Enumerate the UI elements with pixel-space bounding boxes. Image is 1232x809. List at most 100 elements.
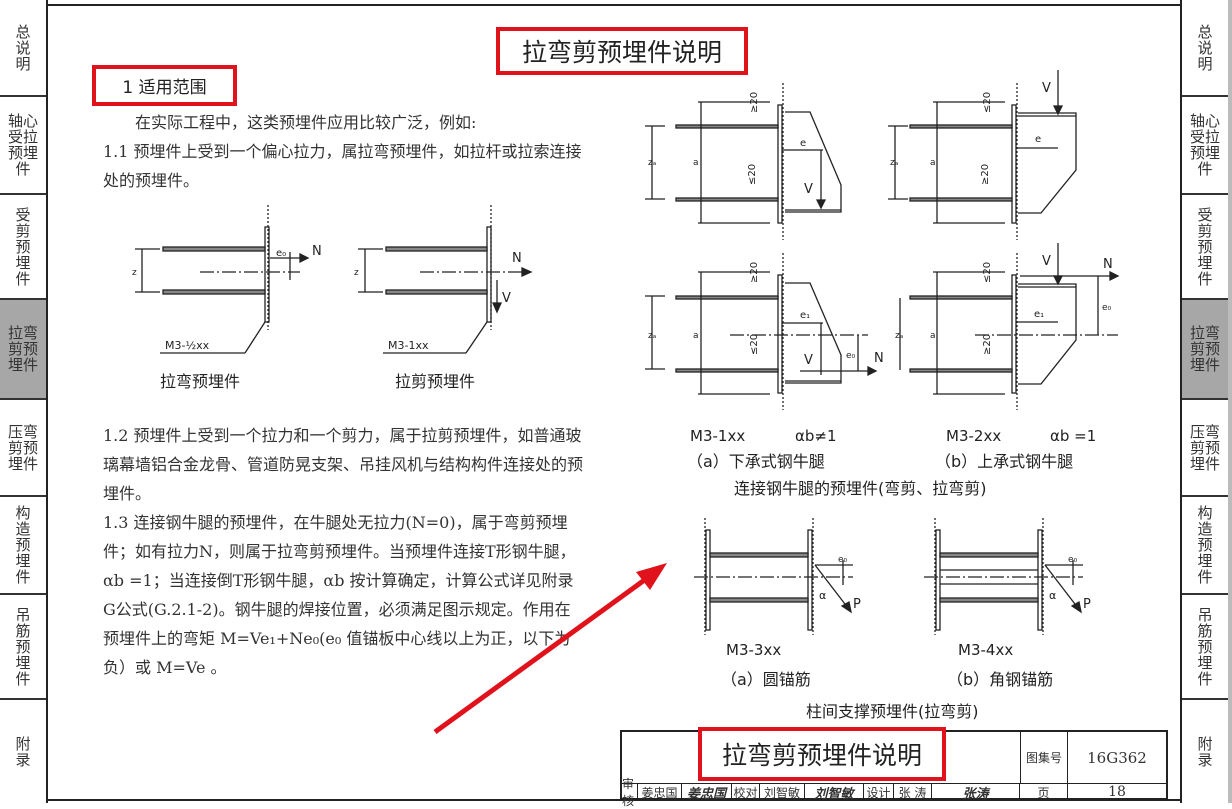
figure-code: M3-½xx	[165, 339, 210, 352]
tab-label: 压弯剪预埋件	[7, 422, 38, 473]
sidebar-tab-general[interactable]: 总说明	[1182, 0, 1228, 97]
sidebar-tab-compression-bending-shear[interactable]: 压弯剪预埋件	[1182, 400, 1228, 497]
label-e0: e₀	[838, 555, 848, 565]
sidebar-tab-appendix[interactable]: 附录	[0, 700, 46, 803]
label-a: a	[693, 158, 699, 168]
atlas-label: 图集号	[1020, 732, 1068, 783]
title-block-title: 拉弯剪预埋件说明	[721, 741, 922, 770]
label-N: N	[874, 351, 884, 366]
design-label: 设计	[864, 784, 894, 800]
bracing-b-caption: （b）角钢锚筋	[947, 670, 1053, 689]
sidebar-tab-shear[interactable]: 受剪预埋件	[1182, 195, 1228, 300]
tab-label: 吊筋预埋件	[15, 605, 31, 688]
section-heading: 1 适用范围	[122, 78, 207, 98]
label-P: P	[853, 597, 861, 612]
sidebar-tab-hanging-bar[interactable]: 吊筋预埋件	[0, 595, 46, 700]
label-ge20: ≥20	[749, 92, 760, 113]
tab-label: 构造预埋件	[15, 504, 31, 586]
bracket-b-code: M3-2xx	[946, 427, 1001, 445]
sidebar-tab-compression-bending-shear[interactable]: 压弯剪预埋件	[0, 400, 46, 497]
check-label: 校对	[732, 784, 760, 800]
label-e0: e₀	[1102, 303, 1112, 313]
red-arrow-annotation	[433, 563, 667, 735]
label-ge20: ≥20	[982, 334, 993, 355]
label-za: zₐ	[648, 158, 656, 168]
label-N: N	[312, 244, 322, 259]
label-za: zₐ	[648, 331, 656, 341]
figure-caption: 拉剪预埋件	[395, 372, 475, 391]
label-ge20: ≥20	[749, 262, 760, 283]
sidebar-tab-axial-tension[interactable]: 轴心受拉预埋件	[1182, 97, 1228, 195]
label-e: e	[1035, 134, 1041, 145]
label-N: N	[1103, 257, 1113, 272]
label-za: zₐ	[895, 331, 903, 341]
tab-label: 轴心受拉预埋件	[7, 112, 38, 178]
bracket-figure-caption: 连接钢牛腿的预埋件(弯剪、拉弯剪)	[734, 479, 987, 498]
intro-text: 在实际工程中，这类预埋件应用比较广泛，例如:	[135, 113, 477, 132]
bracket-a-alpha: αb≠1	[795, 427, 837, 445]
figure-bracket-a-top: zₐ a ≥20 ≤20 e V	[645, 83, 842, 240]
checker-signature: 刘智敏	[805, 784, 864, 802]
sidebar-tab-tension-bending-shear[interactable]: 拉弯剪预埋件	[1182, 300, 1228, 400]
tab-label: 拉弯剪预埋件	[7, 324, 38, 374]
label-a: a	[693, 331, 699, 341]
label-le20: ≤20	[982, 262, 993, 283]
label-ge20: ≥20	[980, 164, 991, 185]
section-heading-highlight: 1 适用范围	[92, 65, 237, 106]
tab-label: 附录	[1197, 734, 1213, 769]
title-block-highlight: 拉弯剪预埋件说明	[698, 727, 946, 781]
tab-label: 附录	[15, 734, 31, 769]
label-le20: ≤20	[749, 334, 760, 355]
label-le20: ≤20	[982, 92, 993, 113]
sidebar-tab-shear[interactable]: 受剪预埋件	[0, 195, 46, 300]
paragraph-1-2-1-3: 1.2 预埋件上受到一个拉力和一个剪力，属于拉剪预埋件，如普通玻璃幕墙铝合金龙骨…	[103, 421, 583, 682]
sidebar-tab-appendix[interactable]: 附录	[1182, 700, 1228, 803]
sidebar-tab-construction[interactable]: 构造预埋件	[0, 497, 46, 595]
label-e0: e₀	[846, 351, 856, 361]
sidebar-tab-general[interactable]: 总说明	[0, 0, 46, 97]
label-P: P	[1083, 597, 1091, 612]
frame-border	[48, 799, 1180, 801]
tab-label: 压弯剪预埋件	[1189, 422, 1220, 473]
figure-bracket-a-bottom: zₐ a ≥20 ≤20 e₁ V e₀ N	[645, 253, 884, 410]
sidebar-tab-axial-tension[interactable]: 轴心受拉预埋件	[0, 97, 46, 195]
label-V: V	[804, 182, 813, 197]
figure-tension-bending: z e₀ N M3-½xx 拉弯预埋件	[132, 205, 322, 391]
checker-name: 刘智敏	[760, 784, 805, 800]
label-e: e	[800, 138, 806, 149]
label-alpha: α	[1049, 589, 1056, 602]
figure-bracket-b-top: zₐ a ≤20 ≥20 e V	[888, 70, 1077, 240]
bracket-a-caption: （a）下承式钢牛腿	[687, 452, 825, 471]
label-V: V	[502, 291, 511, 306]
label-e0: e₀	[276, 248, 286, 259]
tab-label: 拉弯剪预埋件	[1189, 324, 1220, 374]
label-N: N	[512, 251, 522, 266]
bracing-figure-caption: 柱间支撑预埋件(拉弯剪)	[806, 702, 979, 721]
review-label: 审核	[622, 777, 638, 808]
reviewer-name: 姜忠国	[638, 784, 682, 800]
page-label: 页	[1020, 784, 1068, 800]
label-z: z	[354, 268, 359, 278]
tab-label: 总说明	[1197, 22, 1213, 73]
bracing-a-caption: （a）圆锚筋	[721, 670, 811, 689]
bracing-b-code: M3-4xx	[958, 641, 1013, 659]
label-le20: ≤20	[747, 164, 758, 185]
label-V: V	[1042, 81, 1051, 96]
figure-bracing-b: e₀ α P M3-4xx （b）角钢锚筋	[924, 518, 1091, 689]
label-alpha: α	[819, 589, 826, 602]
sidebar-tab-construction[interactable]: 构造预埋件	[1182, 497, 1228, 595]
figure-bracing-a: e₀ α P M3-3xx （a）圆锚筋	[694, 518, 861, 689]
sidebar-tab-tension-bending-shear[interactable]: 拉弯剪预埋件	[0, 300, 46, 400]
tab-label: 轴心受拉预埋件	[1189, 112, 1220, 178]
clause-1-1: 1.1 预埋件上受到一个偏心拉力，属拉弯预埋件，如拉杆或拉索连接处的预埋件。	[103, 142, 582, 190]
figure-code: M3-1xx	[388, 339, 429, 352]
designer-name: 张 涛	[894, 784, 932, 800]
label-e0: e₀	[1068, 555, 1078, 565]
tab-label: 受剪预埋件	[1197, 205, 1213, 288]
sidebar-tab-hanging-bar[interactable]: 吊筋预埋件	[1182, 595, 1228, 700]
right-sidebar: 总说明 轴心受拉预埋件 受剪预埋件 拉弯剪预埋件 压弯剪预埋件 构造预埋件 吊筋…	[1180, 0, 1228, 803]
label-a: a	[930, 158, 936, 168]
figure-caption: 拉弯预埋件	[160, 372, 240, 391]
tab-label: 构造预埋件	[1197, 504, 1213, 586]
